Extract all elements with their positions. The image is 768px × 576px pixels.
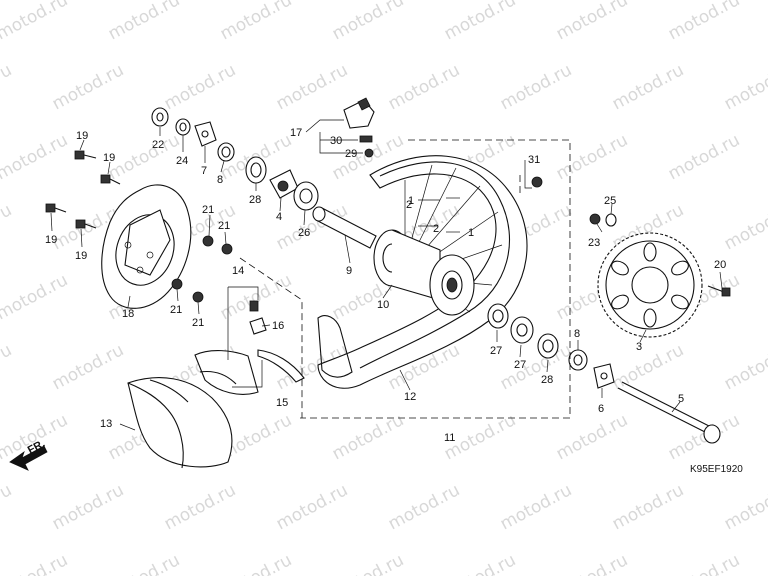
nut-22-part	[151, 107, 169, 127]
callout-28-right: 28	[541, 374, 553, 386]
callout-23: 23	[588, 237, 600, 249]
rim-12-part	[317, 155, 528, 389]
callout-31: 31	[528, 154, 540, 166]
nut-23-part	[589, 213, 601, 225]
bolt-20-part	[707, 285, 731, 297]
callout-25: 25	[604, 195, 616, 207]
callout-13: 13	[100, 418, 112, 430]
guard-part	[194, 350, 259, 395]
callout-21c: 21	[170, 304, 182, 316]
callout-26: 26	[298, 227, 310, 239]
diagram-code: K95EF1920	[690, 464, 743, 475]
callout-labels: 1 1 2 2 3 4 5 6 7 8 8 9 10 11 12 13 14 1…	[45, 127, 726, 444]
sprocket-3-part	[597, 232, 703, 338]
callout-2b: 2	[433, 223, 439, 235]
callout-12: 12	[404, 391, 416, 403]
callout-4: 4	[276, 211, 282, 223]
callout-15: 15	[276, 397, 288, 409]
washer-24-part	[175, 118, 191, 136]
callout-30: 30	[330, 135, 342, 147]
hub-10-part	[373, 229, 475, 316]
callout-21d: 21	[192, 317, 204, 329]
bolt-30-part	[359, 135, 373, 143]
callout-24: 24	[176, 155, 188, 167]
washer-25-part	[605, 213, 617, 227]
front-direction-arrow: FR.	[9, 438, 48, 471]
callout-16: 16	[272, 320, 284, 332]
callout-18: 18	[122, 308, 134, 320]
nut-29-part	[364, 148, 374, 158]
callout-9: 9	[346, 265, 352, 277]
callout-20: 20	[714, 259, 726, 271]
callout-8-right: 8	[574, 328, 580, 340]
bearing-28-right-part	[537, 333, 559, 359]
callout-2a: 2	[406, 199, 412, 211]
valve-16-part	[249, 300, 267, 335]
callout-1b: 1	[468, 227, 474, 239]
callout-10: 10	[377, 299, 389, 311]
bearing-26-part	[293, 181, 319, 211]
callout-27a: 27	[490, 345, 502, 357]
callout-21a: 21	[202, 204, 214, 216]
leader-lines	[50, 119, 723, 431]
callout-1a: 1	[408, 195, 414, 207]
callout-19c: 19	[45, 234, 57, 246]
callout-14: 14	[232, 265, 244, 277]
collar-8-left-part	[217, 142, 235, 162]
callout-6: 6	[598, 403, 604, 415]
assembly-outline	[239, 139, 571, 419]
callout-3: 3	[636, 341, 642, 353]
collar-8-right-part	[568, 349, 588, 371]
callout-29: 29	[345, 148, 357, 160]
callout-19d: 19	[75, 250, 87, 262]
callout-11: 11	[444, 432, 455, 444]
bolt-19-set	[45, 150, 121, 229]
axle-5-part	[617, 381, 721, 444]
disc-cover-part	[127, 377, 233, 469]
bearing-27-upper-part	[487, 303, 509, 329]
callout-5: 5	[678, 393, 684, 405]
callout-7: 7	[201, 165, 207, 177]
callout-19b: 19	[103, 152, 115, 164]
callout-8-left: 8	[217, 174, 223, 186]
adjuster-7-part	[194, 121, 217, 147]
bearing-27-lower-part	[510, 316, 534, 344]
brake-disc-part	[101, 184, 192, 309]
callout-28-left: 28	[249, 194, 261, 206]
adjuster-6-part	[593, 363, 615, 389]
bracket-17-part	[343, 97, 375, 129]
callout-27b: 27	[514, 359, 526, 371]
valve-cap-31-part	[531, 176, 543, 188]
callout-22: 22	[152, 139, 164, 151]
guard-plate-part	[257, 349, 305, 383]
callout-21b: 21	[218, 220, 230, 232]
bearing-28-left-part	[245, 156, 267, 184]
callout-17: 17	[290, 127, 302, 139]
distance-collar-9-part	[312, 206, 377, 249]
callout-19a: 19	[76, 130, 88, 142]
